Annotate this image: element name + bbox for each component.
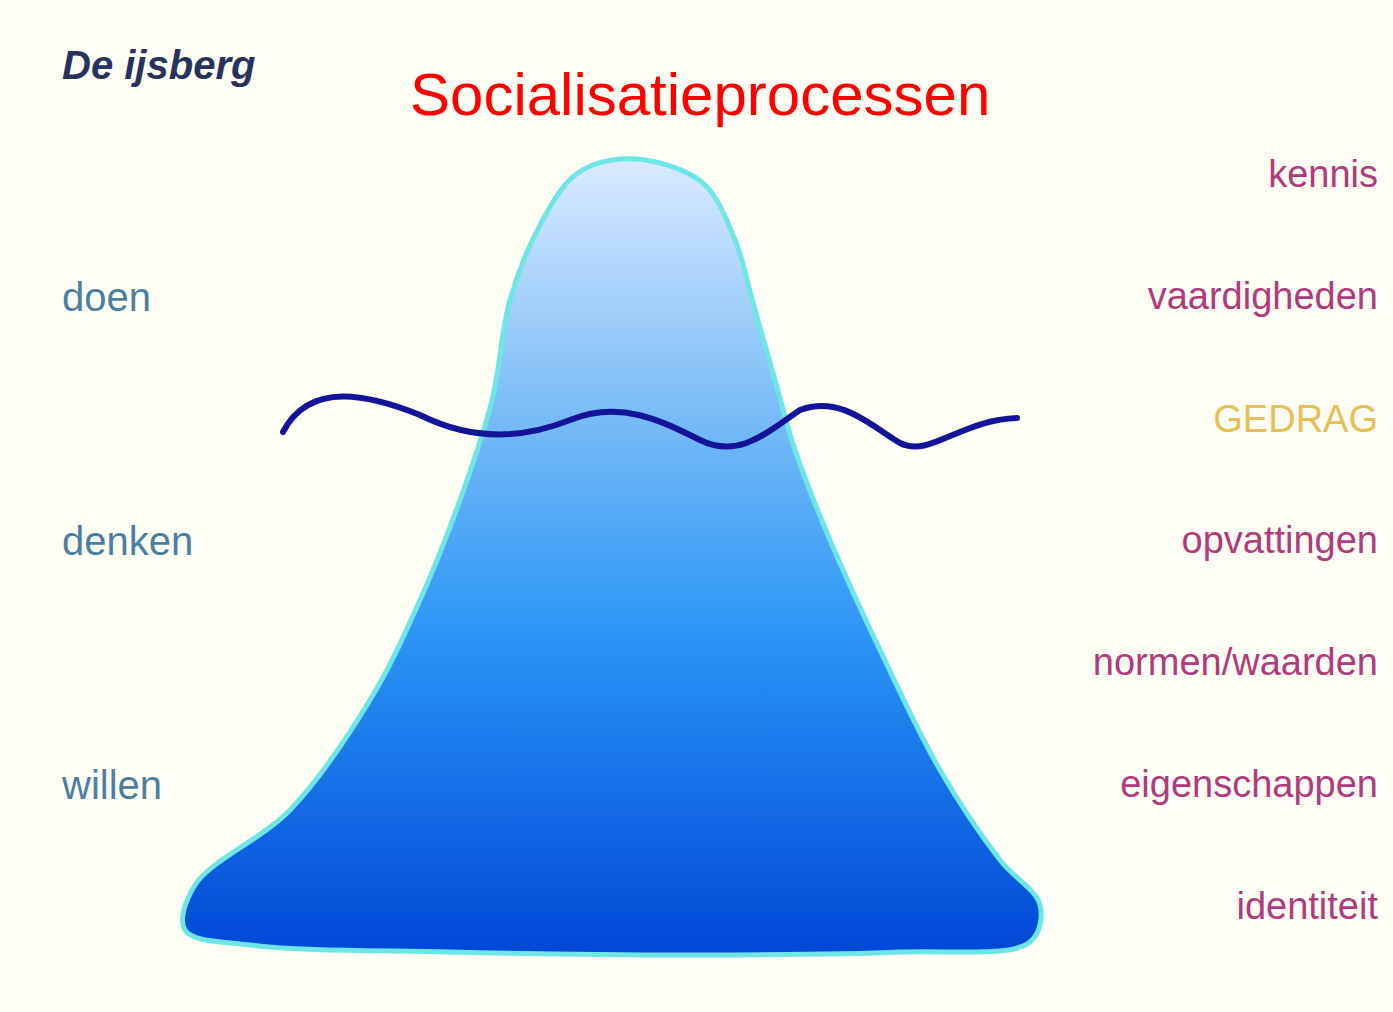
- aspect-label: normen/waarden: [1093, 642, 1378, 684]
- level-label: denken: [62, 519, 193, 563]
- aspect-label: opvattingen: [1182, 520, 1379, 562]
- aspect-label: eigenschappen: [1120, 764, 1378, 806]
- aspect-label: identiteit: [1236, 886, 1378, 928]
- water-line: [283, 396, 1017, 446]
- level-label: doen: [62, 275, 151, 319]
- aspect-label: vaardigheden: [1148, 276, 1378, 318]
- aspect-label: kennis: [1268, 154, 1378, 196]
- behaviour-label: GEDRAG: [1213, 399, 1378, 441]
- level-label: willen: [62, 763, 162, 807]
- diagram-heading: De ijsberg: [62, 43, 255, 87]
- diagram-title: Socialisatieprocessen: [410, 62, 990, 128]
- iceberg-shape: [183, 159, 1042, 955]
